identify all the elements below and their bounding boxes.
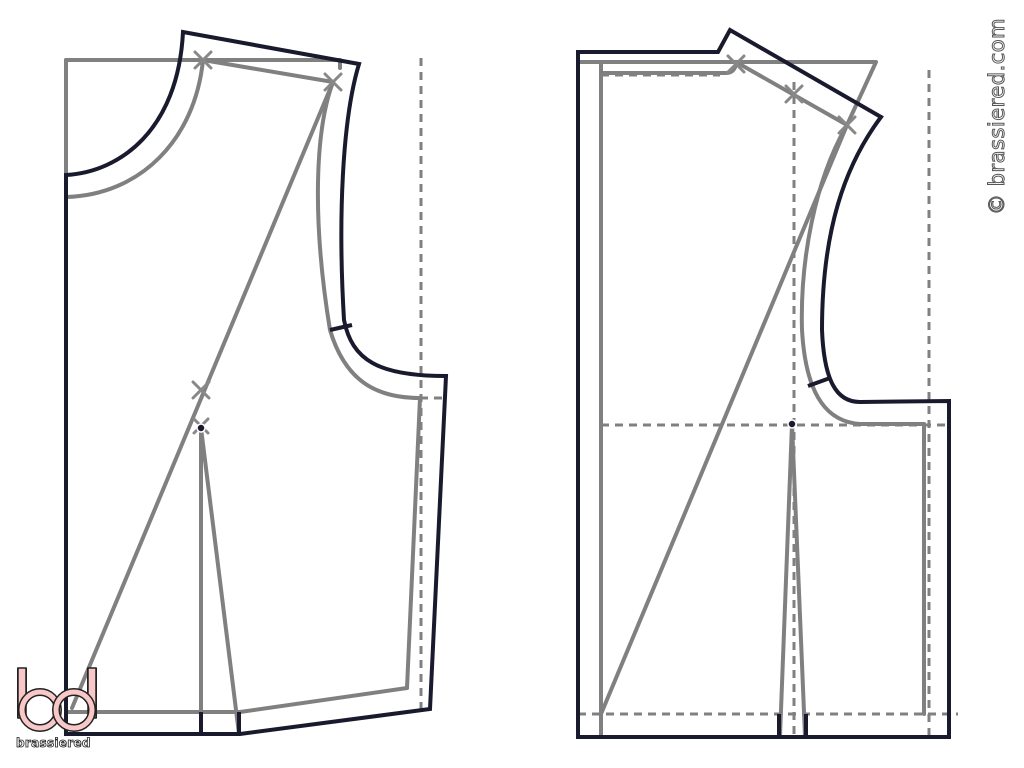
back-neck-point-marker	[193, 50, 213, 70]
back-apex-point	[196, 423, 206, 433]
bd-logo-icon	[17, 667, 97, 732]
back-cutting-outline	[64, 29, 449, 736]
front-diagonal-line	[599, 123, 849, 716]
copyright-watermark: © brassiered.com	[985, 17, 1010, 215]
back-inner-armhole	[315, 80, 422, 400]
front-bodice-piece	[576, 27, 958, 739]
front-cutting-outline	[576, 27, 951, 739]
front-shoulder-point-marker	[837, 115, 857, 135]
logo-text: brassiered	[16, 736, 91, 751]
back-armhole-notch	[329, 323, 353, 332]
front-dart-right-leg	[790, 422, 807, 738]
front-mid-shoulder-marker	[784, 84, 804, 104]
back-bodice-piece	[64, 29, 449, 736]
back-dart-right-leg	[199, 426, 241, 736]
front-dart-left-leg	[778, 422, 794, 738]
back-mid-diagonal-marker	[191, 380, 211, 400]
front-neck-point-marker	[726, 54, 746, 74]
front-armhole-notch	[807, 376, 831, 388]
back-inner-shoulder	[201, 58, 335, 84]
back-inner-side-seam	[405, 396, 422, 690]
front-inner-armhole	[799, 123, 926, 426]
back-shoulder-point-marker	[323, 72, 343, 92]
back-diagonal-line	[70, 80, 335, 710]
front-apex-point	[787, 419, 797, 429]
back-inner-neckline	[64, 58, 205, 199]
